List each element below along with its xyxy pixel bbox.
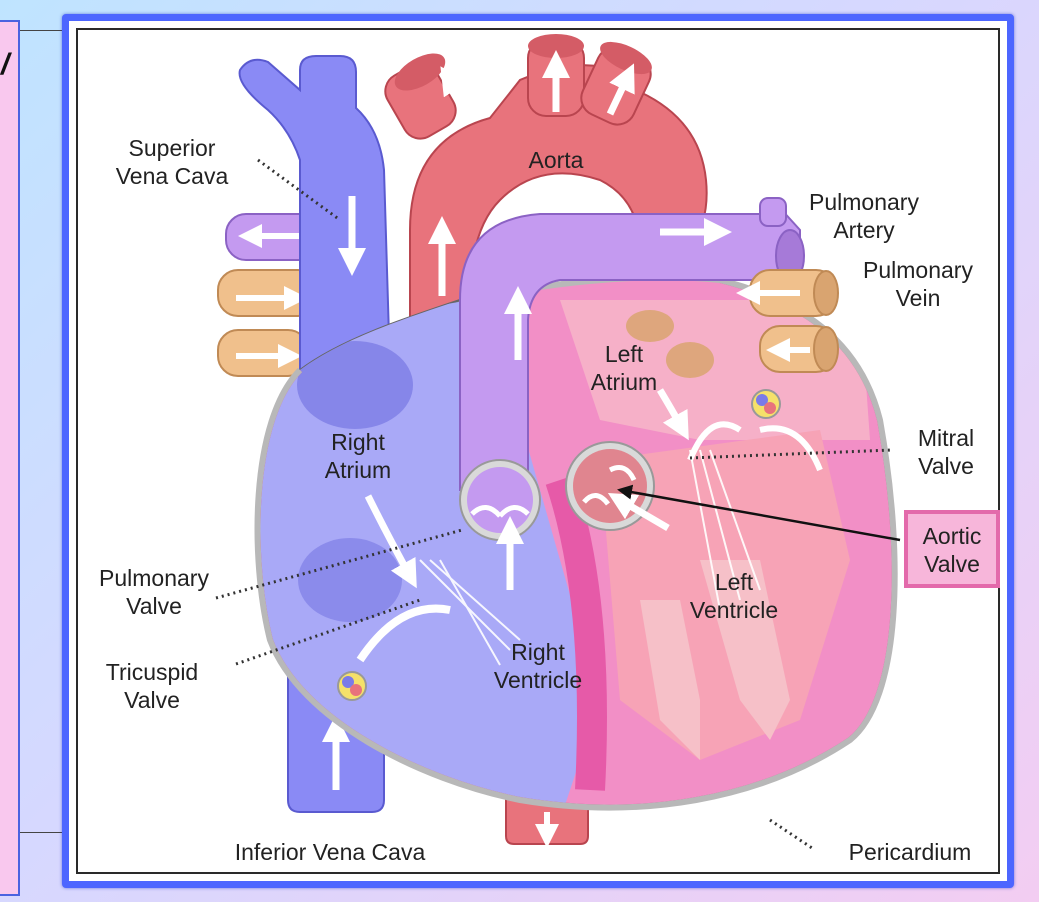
label-pulmonary-artery-2: Artery bbox=[833, 217, 895, 243]
aortic-valve-label-box bbox=[904, 510, 1000, 588]
label-right-ventricle-2: Ventricle bbox=[494, 667, 582, 693]
label-left-atrium-1: Left bbox=[605, 341, 644, 367]
divider-top bbox=[20, 30, 66, 31]
label-left-ventricle-1: Left bbox=[715, 569, 754, 595]
label-aortic-valve-2: Valve bbox=[924, 551, 980, 577]
pulmonary-vein-opening bbox=[626, 310, 674, 342]
label-aortic-valve-1: Aortic bbox=[923, 523, 982, 549]
label-right-atrium-1: Right bbox=[331, 429, 385, 455]
label-mitral-valve-2: Valve bbox=[918, 453, 974, 479]
label-pulmonary-vein-2: Vein bbox=[896, 285, 941, 311]
aortic-valve-pointer bbox=[617, 484, 901, 542]
divider-bottom bbox=[20, 832, 66, 833]
pulmonary-valve bbox=[459, 459, 541, 541]
label-pulmonary-valve-1: Pulmonary bbox=[99, 565, 209, 591]
label-right-ventricle-1: Right bbox=[511, 639, 565, 665]
label-left-atrium-2: Atrium bbox=[591, 369, 657, 395]
leader-lines bbox=[215, 158, 901, 850]
pulmonary-vein-opening bbox=[666, 342, 714, 378]
label-pulmonary-artery-1: Pulmonary bbox=[809, 189, 919, 215]
left-side-panel: / bbox=[0, 20, 20, 896]
label-left-ventricle-2: Ventricle bbox=[690, 597, 778, 623]
labels: Superior Vena Cava Aorta Pulmonary Arter… bbox=[99, 135, 981, 865]
label-inferior-vena-cava: Inferior Vena Cava bbox=[235, 839, 426, 865]
aorta bbox=[384, 34, 708, 421]
label-pulmonary-valve-2: Valve bbox=[126, 593, 182, 619]
label-tricuspid-valve-1: Tricuspid bbox=[106, 659, 198, 685]
pulmonary-veins-right bbox=[736, 269, 839, 373]
label-aorta: Aorta bbox=[529, 147, 584, 173]
label-mitral-valve-1: Mitral bbox=[918, 425, 974, 451]
label-pulmonary-vein-1: Pulmonary bbox=[863, 257, 973, 283]
superior-vena-cava bbox=[238, 55, 392, 371]
label-superior-vena-cava-2: Vena Cava bbox=[116, 163, 229, 189]
flow-arrows bbox=[364, 388, 689, 590]
panel-glyph: / bbox=[1, 48, 10, 81]
label-tricuspid-valve-2: Valve bbox=[124, 687, 180, 713]
label-superior-vena-cava-1: Superior bbox=[129, 135, 216, 161]
aortic-valve bbox=[565, 441, 655, 531]
label-pericardium: Pericardium bbox=[849, 839, 972, 865]
label-right-atrium-2: Atrium bbox=[325, 457, 391, 483]
